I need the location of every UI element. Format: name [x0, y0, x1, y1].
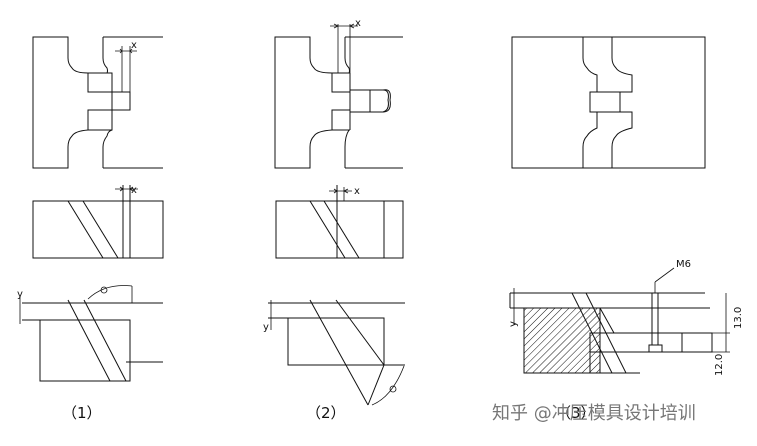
- dim-x-label: x: [355, 18, 361, 29]
- panel-2-top-view: x: [274, 18, 403, 169]
- panel-1-top-view: x: [32, 36, 163, 169]
- dim-x-label: x: [131, 40, 137, 51]
- panel-2-side-view: y: [263, 299, 405, 406]
- caption-1: （1）: [62, 404, 102, 422]
- panel-1-side-view: y α: [17, 285, 163, 382]
- panel-3-side-view: M6 y 13.0 12.0: [508, 259, 744, 376]
- dim-13-label: 13.0: [733, 307, 744, 329]
- dim-y-label: y: [263, 322, 269, 333]
- watermark: 知乎 @冲压模具设计培训: [492, 403, 696, 424]
- panel-1-mid-view: x: [32, 185, 164, 259]
- m6-label: M6: [676, 259, 691, 270]
- dim-12-label: 12.0: [714, 354, 725, 376]
- panel-3-top-view: [511, 36, 706, 169]
- dim-x-label: x: [131, 185, 137, 196]
- caption-3: （3）: [556, 404, 596, 422]
- dim-y-label: y: [508, 321, 519, 327]
- caption-2: （2）: [306, 404, 346, 422]
- panel-2-mid-view: x: [275, 185, 404, 259]
- dim-y-label: y: [17, 289, 23, 300]
- dim-x-label: x: [354, 186, 360, 197]
